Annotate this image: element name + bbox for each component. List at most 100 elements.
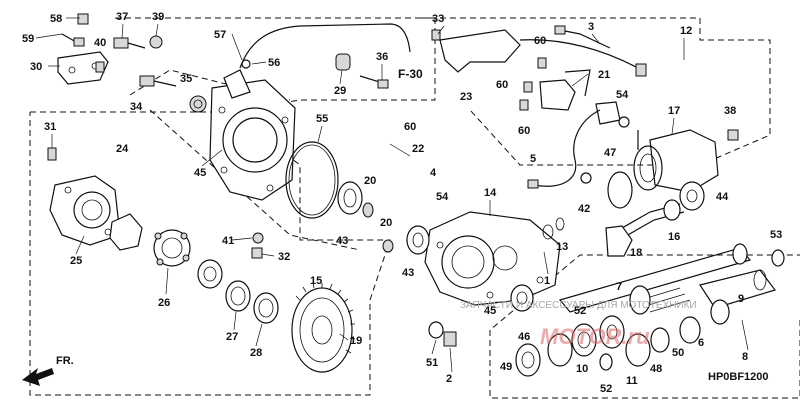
part-label-44: 44 [716, 191, 729, 203]
part-label-5: 5 [530, 153, 536, 165]
part-label-35: 35 [180, 73, 192, 85]
switch-21 [519, 57, 630, 128]
part-label-54: 54 [436, 191, 449, 203]
part-label-51: 51 [426, 357, 438, 369]
part-label-22: 22 [412, 143, 424, 155]
o-ring-55 [285, 141, 339, 219]
part-labels: 58 37 39 59 40 30 57 56 36 35 34 29 F-30… [22, 11, 782, 395]
part-label-43: 43 [336, 235, 348, 247]
front-direction-arrow: FR. [22, 355, 74, 386]
breather-hose-57 [139, 23, 411, 89]
part-label-42: 42 [578, 203, 590, 215]
part-label-9: 9 [738, 293, 744, 305]
part-label-3: 3 [588, 21, 594, 33]
part-label-14: 14 [484, 187, 497, 199]
part-label-8: 8 [742, 351, 748, 363]
group-outline-right-top [420, 17, 771, 166]
part-label-48: 48 [650, 363, 662, 375]
part-label-45: 45 [484, 305, 496, 317]
part-label-31: 31 [44, 121, 56, 133]
bracket-part-30 [57, 13, 163, 85]
part-label-46: 46 [518, 331, 530, 343]
drive-shaft-assembly [428, 243, 776, 377]
pinion-shaft-18 [605, 199, 785, 267]
part-label-4: 4 [430, 167, 437, 179]
connector [527, 179, 539, 189]
part-label-38: 38 [724, 105, 736, 117]
part-label-36: 36 [376, 51, 388, 63]
watermark-brand: MOTOR.ru [540, 324, 650, 349]
part-label-7: 7 [616, 281, 622, 293]
part-label-19: 19 [350, 335, 362, 347]
final-drive-cover [189, 69, 296, 201]
diagram-code: HP0BF1200 [708, 371, 769, 383]
part-label-13: 13 [556, 241, 568, 253]
part-label-20: 20 [364, 175, 376, 187]
part-label-37: 37 [116, 11, 128, 23]
part-label-45: 45 [194, 167, 206, 179]
watermark-text: ЗАПЧАСТИ И АКСЕССУАРЫ ДЛЯ МОТОТЕХНИКИ [460, 300, 697, 311]
part-label-40: 40 [94, 37, 106, 49]
part-label-34: 34 [130, 101, 143, 113]
direction-label: FR. [56, 355, 74, 367]
part-label-60: 60 [518, 125, 530, 137]
part-label-1: 1 [544, 275, 550, 287]
part-label-12: 12 [680, 25, 692, 37]
part-label-23: 23 [460, 91, 472, 103]
part-label-25: 25 [70, 255, 82, 267]
part-label-54: 54 [616, 89, 629, 101]
part-label-11: 11 [626, 375, 638, 387]
group-outline-bolts [129, 69, 291, 101]
pinion-gear-cluster [109, 213, 191, 267]
part-label-59: 59 [22, 33, 34, 45]
part-label-57: 57 [214, 29, 226, 41]
reference-label-f30: F-30 [398, 67, 423, 81]
wire-harness-5 [534, 109, 601, 187]
part-label-41: 41 [222, 235, 234, 247]
part-label-15: 15 [310, 275, 322, 287]
part-label-10: 10 [576, 363, 588, 375]
part-label-20: 20 [380, 217, 392, 229]
part-label-47: 47 [604, 147, 616, 159]
part-label-30: 30 [30, 61, 42, 73]
part-label-53: 53 [770, 229, 782, 241]
bolts-32-41 [251, 232, 264, 259]
part-label-55: 55 [316, 113, 328, 125]
part-label-49: 49 [500, 361, 512, 373]
part-label-17: 17 [668, 105, 680, 117]
part-label-52: 52 [600, 383, 612, 395]
part-label-60: 60 [404, 121, 416, 133]
actuator-17 [580, 129, 739, 211]
part-label-60: 60 [534, 35, 546, 47]
differential-case [47, 147, 121, 246]
part-label-43: 43 [402, 267, 414, 279]
part-label-6: 6 [698, 337, 704, 349]
arrow-icon [22, 368, 54, 386]
part-label-16: 16 [668, 231, 680, 243]
part-label-39: 39 [152, 11, 164, 23]
part-label-18: 18 [630, 247, 642, 259]
leader-lines [35, 17, 749, 373]
part-label-33: 33 [432, 13, 444, 25]
part-label-50: 50 [672, 347, 684, 359]
part-label-56: 56 [268, 57, 280, 69]
part-label-58: 58 [50, 13, 62, 25]
part-label-28: 28 [250, 347, 262, 359]
part-label-21: 21 [598, 69, 610, 81]
part-label-29: 29 [334, 85, 346, 97]
part-label-60: 60 [496, 79, 508, 91]
part-label-26: 26 [158, 297, 170, 309]
spacers-26-27-28 [197, 259, 279, 324]
group-outline-shaft [489, 254, 800, 399]
ring-gear-19 [291, 282, 356, 373]
part-label-32: 32 [278, 251, 290, 263]
gear-case-14 [382, 211, 565, 312]
part-label-2: 2 [446, 373, 452, 385]
sensor-bracket-23 [431, 25, 647, 77]
part-label-24: 24 [116, 143, 129, 155]
bearing-43-left [337, 181, 374, 218]
part-label-27: 27 [226, 331, 238, 343]
group-outline-inner [149, 109, 361, 251]
part-label-52: 52 [574, 305, 586, 317]
